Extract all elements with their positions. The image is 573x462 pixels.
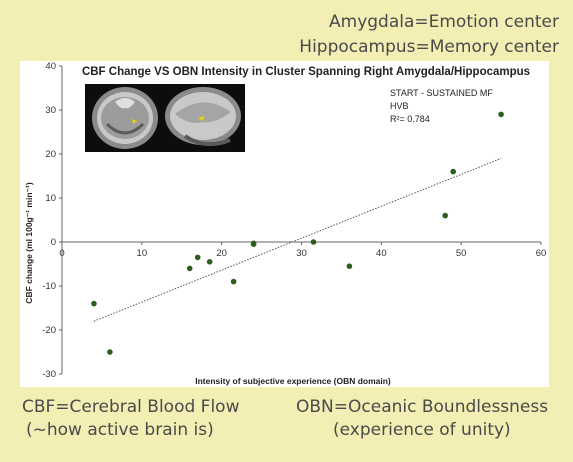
data-point (206, 259, 213, 265)
cbf-definition: CBF=Cerebral Blood Flow (22, 397, 240, 417)
data-point (310, 239, 317, 245)
y-tick-label: -30 (42, 369, 56, 380)
data-point (450, 168, 456, 175)
obn-explanation: (experience of unity) (333, 420, 511, 440)
data-point (346, 263, 353, 269)
annotation-r-squared: R²= 0.784 (390, 114, 430, 124)
chart-title: CBF Change VS OBN Intensity in Cluster S… (82, 66, 530, 78)
hippocampus-note: Hippocampus=Memory center (299, 37, 559, 57)
data-point (194, 254, 201, 261)
y-tick-label: 10 (45, 193, 56, 204)
x-tick-label: 50 (456, 248, 467, 259)
annotation-condition: START - SUSTAINED MF (390, 88, 493, 98)
data-point (498, 111, 504, 118)
obn-definition: OBN=Oceanic Boundlessness (296, 397, 549, 417)
y-axis-label: CBF change (ml 100g⁻¹ min⁻¹) (24, 182, 34, 304)
trendline (93, 157, 502, 322)
trendline-layer (93, 157, 502, 322)
y-tick-label: 40 (45, 61, 56, 72)
data-point (230, 278, 237, 285)
data-point (250, 240, 257, 247)
cbf-explanation: (~how active brain is) (26, 420, 214, 440)
annotation-subject: HVB (390, 101, 409, 111)
data-point (186, 265, 193, 272)
x-tick-label: 30 (296, 248, 307, 259)
y-tick-label: 30 (45, 105, 56, 116)
data-point (442, 212, 449, 219)
data-point (91, 300, 97, 307)
x-axis-label: Intensity of subjective experience (OBN … (195, 376, 391, 386)
y-tick-label: -20 (42, 325, 56, 336)
x-tick-label: 0 (59, 248, 64, 259)
amygdala-note: Amygdala=Emotion center (329, 12, 559, 32)
x-tick-label: 40 (376, 248, 387, 259)
brain-mri-image (85, 84, 245, 152)
chart-panel: CBF Change VS OBN Intensity in Cluster S… (20, 61, 549, 387)
data-points-layer (91, 111, 504, 355)
axes-layer: -30 -20 -10 0 10 20 30 40 0 10 20 30 40 50 60 (42, 61, 546, 380)
x-tick-label: 60 (536, 248, 547, 259)
data-point (107, 349, 113, 355)
x-tick-label: 20 (216, 248, 227, 259)
y-tick-label: 20 (45, 149, 56, 160)
scatter-chart: CBF Change VS OBN Intensity in Cluster S… (24, 61, 546, 386)
y-tick-label: 0 (51, 237, 56, 248)
x-tick-label: 10 (137, 248, 148, 259)
y-tick-label: -10 (42, 281, 56, 292)
